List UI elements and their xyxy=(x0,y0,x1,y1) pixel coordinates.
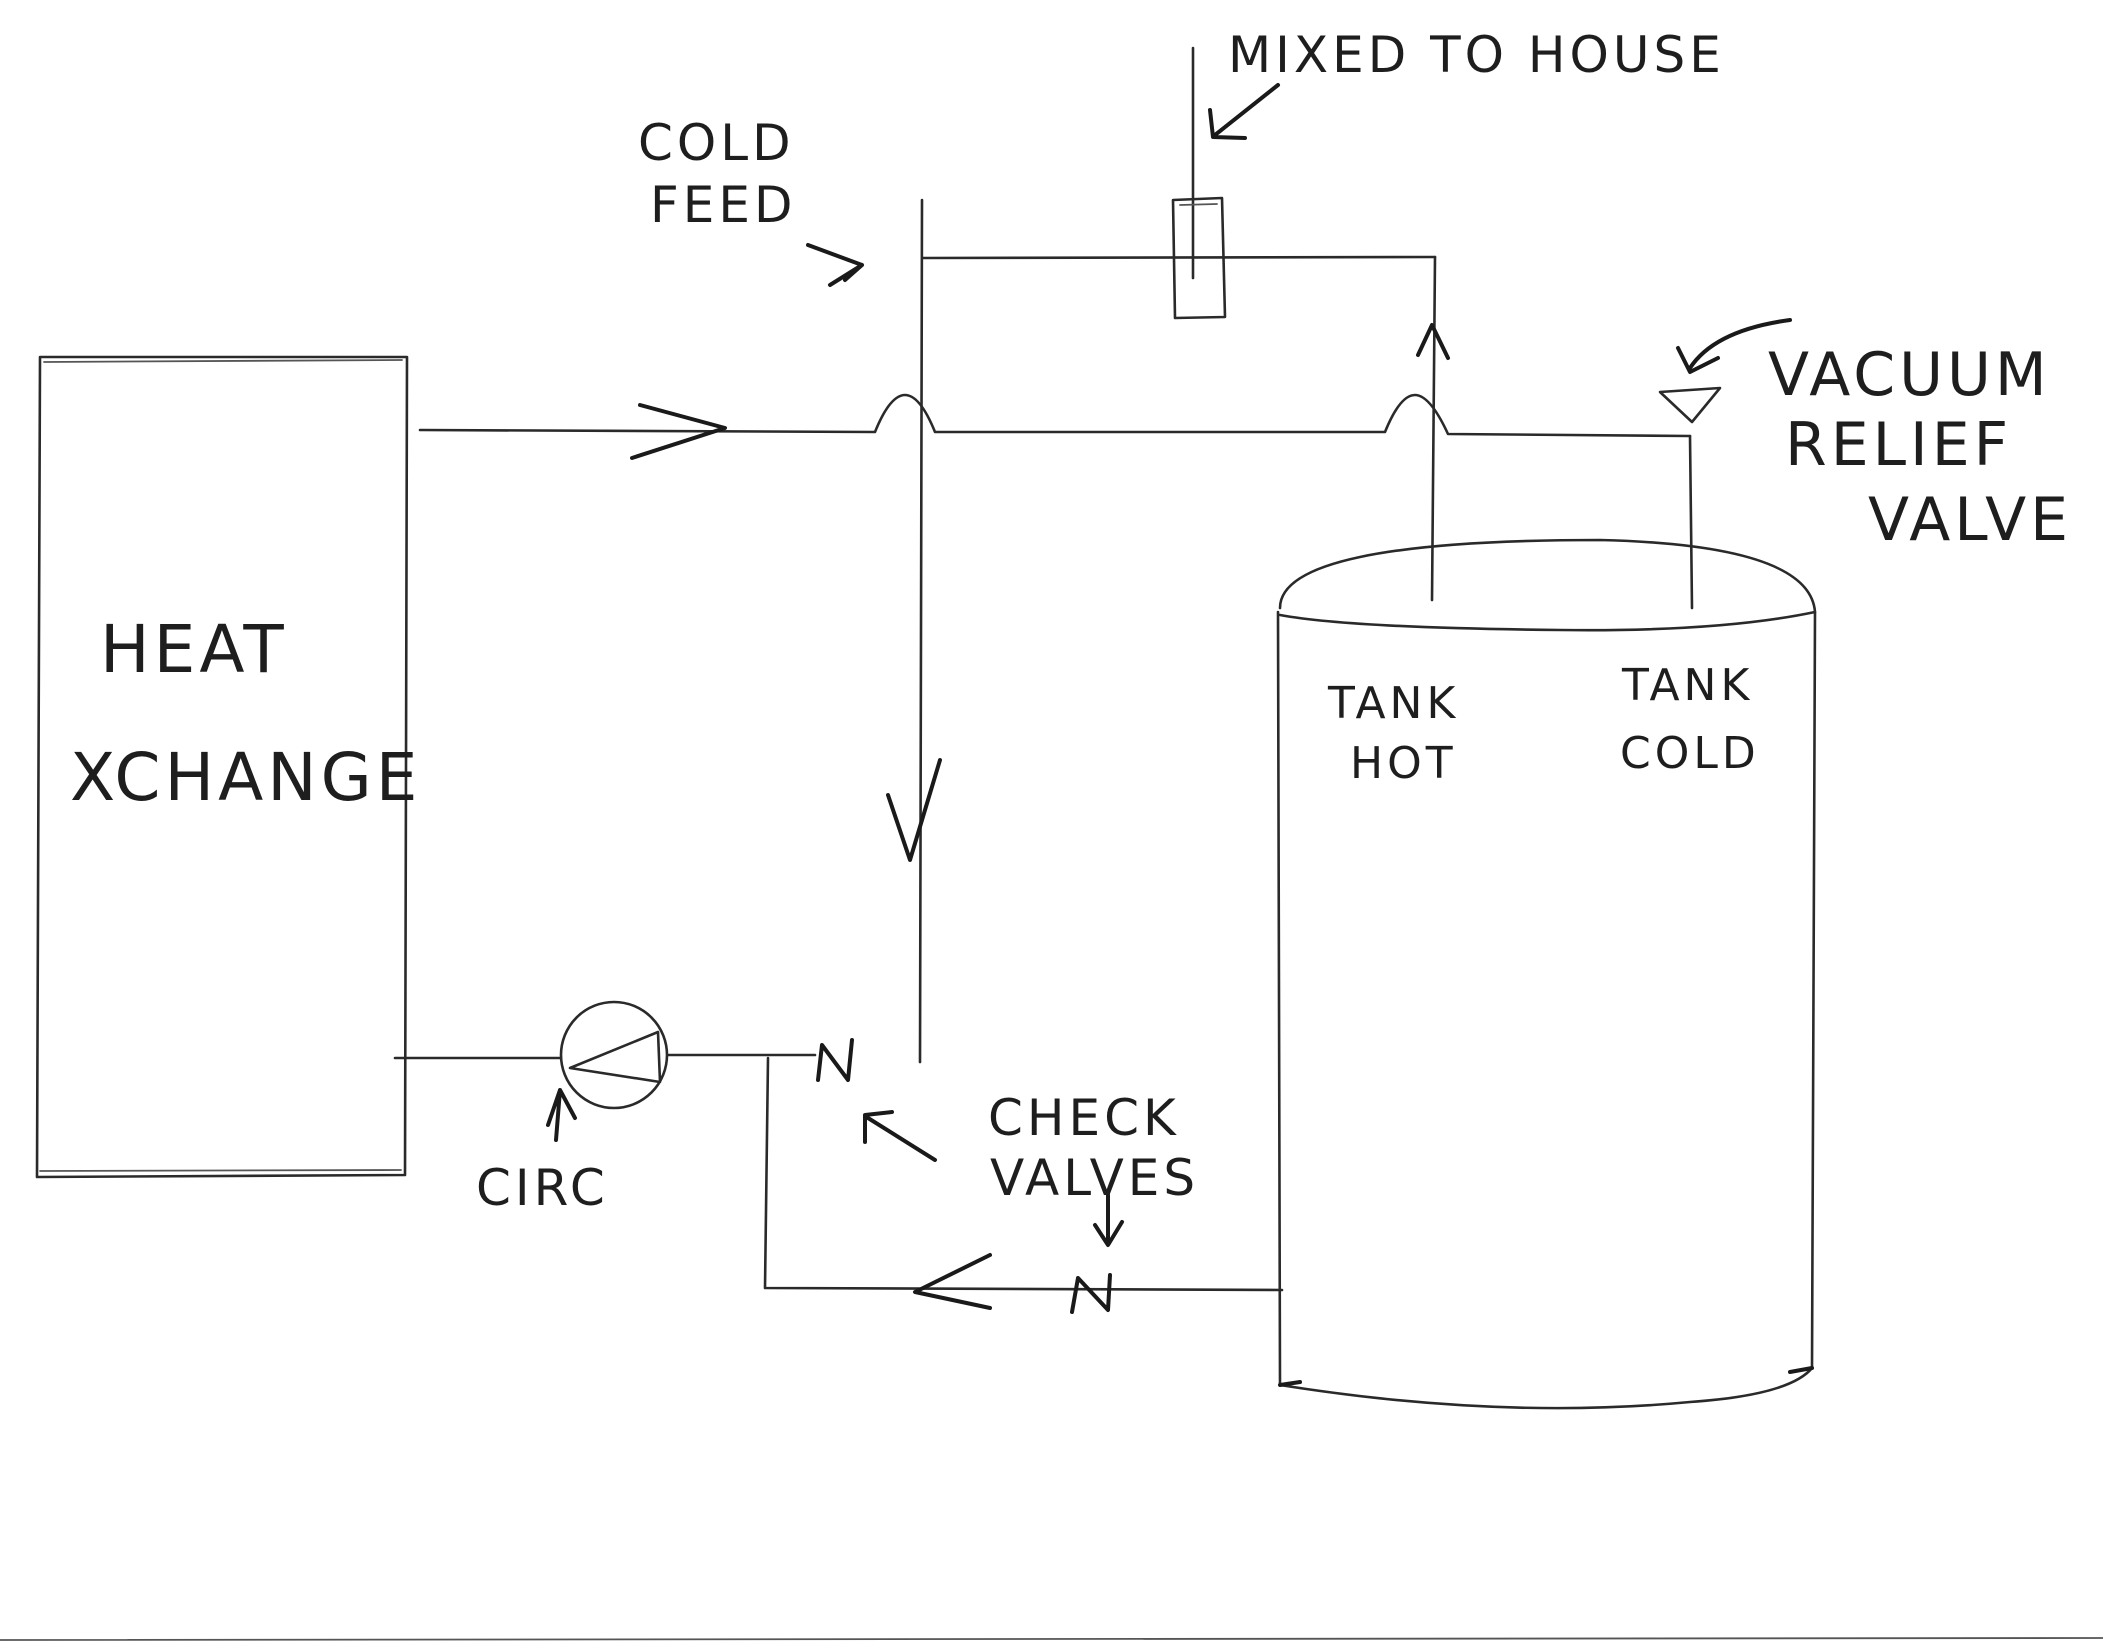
cold-feed-pointer-arrow xyxy=(806,243,864,287)
heat-exchanger-label-line1: HEAT xyxy=(100,611,288,688)
check-upper-pointer-arrow xyxy=(863,1110,937,1162)
circ-label: CIRC xyxy=(476,1159,609,1217)
vacuum-relief-label-line1: VACUUM xyxy=(1768,340,2051,410)
tank-cold-label-line2: COLD xyxy=(1620,728,1760,779)
flow-arrow-left xyxy=(913,1253,992,1310)
circ-pointer-arrow xyxy=(546,1088,577,1142)
tank-cold-pipe: VACUUM RELIEF VALVE xyxy=(1658,318,2072,610)
check-valve-lower xyxy=(1070,1273,1112,1314)
heat-exchanger: HEAT XCHANGE xyxy=(35,355,422,1179)
hot-supply-pipe xyxy=(418,393,1692,460)
cold-feed-label-line2: FEED xyxy=(650,176,796,234)
flow-arrow-right xyxy=(630,403,727,460)
vacuum-relief-label-line3: VALVE xyxy=(1868,485,2072,555)
circulator-pump: CIRC xyxy=(476,1000,669,1217)
vacuum-relief-valve xyxy=(1658,386,1722,424)
mixed-to-house-label: MIXED TO HOUSE xyxy=(1228,26,1725,84)
storage-tank: TANK HOT TANK COLD xyxy=(1276,538,1817,1410)
cold-feed-pipe: COLD FEED xyxy=(638,114,1437,1064)
mixing-valve: MIXED TO HOUSE xyxy=(1171,26,1725,320)
cold-feed-label-line1: COLD xyxy=(638,114,795,172)
tank-hot-pipe xyxy=(1416,255,1450,602)
vacuum-relief-label-line2: RELIEF xyxy=(1785,410,2012,480)
check-valves-annotation: CHECK VALVES xyxy=(863,1089,1199,1247)
check-valves-label-line1: CHECK xyxy=(988,1089,1180,1147)
tank-hot-label-line1: TANK xyxy=(1327,678,1459,729)
mixed-pointer-arrow xyxy=(1208,83,1280,140)
check-valves-label-line2: VALVES xyxy=(990,1149,1199,1207)
page-edge-line xyxy=(0,1637,2103,1641)
check-lower-pointer-arrow xyxy=(1093,1193,1124,1247)
heat-exchanger-label-line2: XCHANGE xyxy=(70,739,422,816)
flow-arrow-down xyxy=(886,758,942,862)
check-valve-upper xyxy=(816,1038,854,1082)
flow-arrow-up xyxy=(1416,323,1450,360)
vacuum-pointer-arrow xyxy=(1676,318,1792,374)
tank-cold-label-line1: TANK xyxy=(1621,660,1753,711)
tank-hot-label-line2: HOT xyxy=(1350,738,1457,789)
